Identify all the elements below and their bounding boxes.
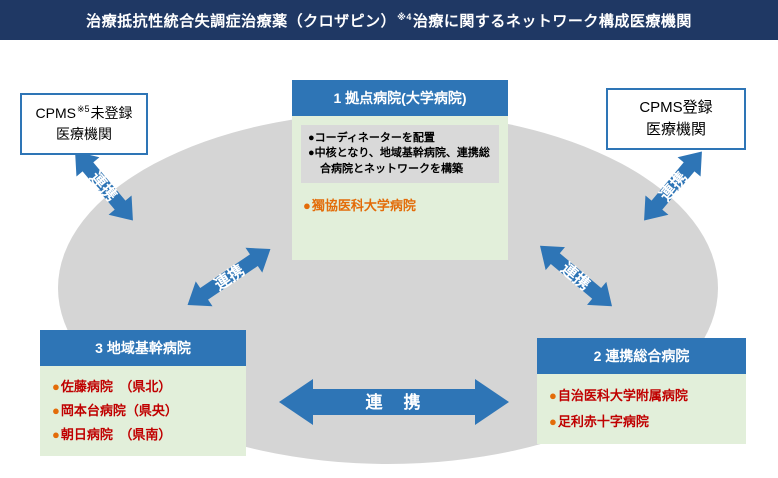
- hub-notes-box: ●コーディネーターを配置 ●中核となり、地域基幹病院、連携総合病院とネットワーク…: [301, 125, 499, 184]
- page-title: 治療抵抗性統合失調症治療薬（クロザピン）※4治療に関するネットワーク構成医療機関: [0, 0, 778, 40]
- cpms-registered-line1: CPMS登録: [639, 98, 713, 116]
- cpms-unregistered-box: CPMS※5未登録 医療機関: [20, 93, 148, 155]
- regional-hospitals-box: 3 地域基幹病院 ●佐藤病院 （県北） ●岡本台病院（県央） ●朝日病院 （県南…: [40, 330, 246, 456]
- hub-note-item: ●コーディネーターを配置: [308, 132, 435, 144]
- hospital-list-item: ●足利赤十字病院: [549, 414, 649, 429]
- bullet-icon: ●: [549, 414, 557, 429]
- cpms-registered-line2: 医療機関: [645, 121, 706, 138]
- hub-hospital-body: ●コーディネーターを配置 ●中核となり、地域基幹病院、連携総合病院とネットワーク…: [292, 116, 508, 260]
- hub-note-item: ●中核となり、地域基幹病院、連携総合病院とネットワークを構築: [308, 147, 490, 175]
- hub-hospital-box: 1 拠点病院(大学病院) ●コーディネーターを配置 ●中核となり、地域基幹病院、…: [292, 80, 508, 260]
- bullet-icon: ●: [303, 198, 311, 214]
- regional-hospitals-body: ●佐藤病院 （県北） ●岡本台病院（県央） ●朝日病院 （県南）: [40, 366, 246, 456]
- regional-hospitals-header: 3 地域基幹病院: [40, 330, 246, 366]
- hospital-list-item: ●朝日病院 （県南）: [52, 427, 172, 442]
- hub-hospital-header: 1 拠点病院(大学病院): [292, 80, 508, 116]
- page-title-text: 治療抵抗性統合失調症治療薬（クロザピン）※4治療に関するネットワーク構成医療機関: [86, 10, 692, 31]
- cooperative-hospitals-header: 2 連携総合病院: [537, 338, 746, 374]
- bullet-icon: ●: [308, 132, 315, 144]
- bullet-icon: ●: [52, 379, 60, 394]
- bullet-icon: ●: [52, 403, 60, 418]
- cooperative-hospitals-box: 2 連携総合病院 ●自治医科大学附属病院 ●足利赤十字病院: [537, 338, 746, 444]
- cpms-superscript: ※5: [76, 104, 90, 115]
- cooperative-hospitals-body: ●自治医科大学附属病院 ●足利赤十字病院: [537, 374, 746, 444]
- cpms-unregistered-line1: CPMS※5未登録: [35, 104, 133, 121]
- hospital-list-item: ●佐藤病院 （県北）: [52, 379, 172, 394]
- bullet-icon: ●: [308, 147, 315, 160]
- title-rest: 治療に関するネットワーク構成医療機関: [412, 12, 692, 30]
- hospital-list-item: ●自治医科大学附属病院: [549, 388, 688, 403]
- hospital-list-item: ●岡本台病院（県央）: [52, 403, 178, 418]
- bullet-icon: ●: [549, 388, 557, 403]
- title-superscript: ※4: [397, 11, 412, 22]
- title-main: 治療抵抗性統合失調症治療薬（クロザピン）: [86, 12, 397, 30]
- hub-hospital-name: ●獨協医科大学病院: [303, 198, 416, 214]
- bullet-icon: ●: [52, 427, 60, 442]
- cpms-unregistered-line2: 医療機関: [56, 126, 112, 142]
- cpms-registered-box: CPMS登録 医療機関: [606, 88, 746, 150]
